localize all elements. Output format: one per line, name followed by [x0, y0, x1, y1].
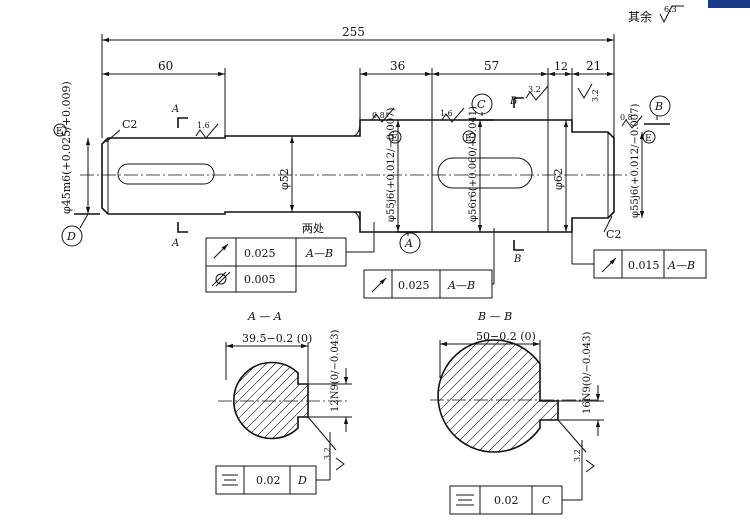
runout-mid-value: 0.025: [398, 279, 430, 292]
dim-dia-56: φ56r6(+0.060/+0.041): [468, 106, 479, 222]
svg-text:3.2: 3.2: [323, 447, 332, 460]
dim-dia-45: φ45m6(+0.025/+0.009): [60, 81, 73, 214]
corner-accent-bar: [708, 0, 750, 8]
chamfer-right-leader: [603, 215, 613, 233]
symmetry-left-value: 0.02: [256, 474, 281, 487]
roughness-symbols: 1.6 0.8 1.6 3.2 3.2 0.8 3.2 3.2: [195, 83, 643, 473]
svg-text:0.8: 0.8: [372, 111, 385, 120]
diameter-dims: [76, 120, 645, 232]
svg-text:E: E: [645, 134, 652, 144]
dim-seg-12: 12: [554, 60, 568, 73]
svg-text:1.6: 1.6: [440, 109, 453, 118]
svg-text:6.3: 6.3: [664, 5, 677, 14]
svg-text:E: E: [56, 127, 63, 137]
section-bb-title: B — B: [477, 310, 512, 323]
section-aa-width: 12N9(0/−0.043): [330, 330, 341, 412]
symmetry-right-value: 0.02: [494, 494, 519, 507]
section-aa: [218, 342, 352, 451]
symmetry-left-datum: D: [297, 474, 307, 487]
svg-text:B: B: [509, 96, 517, 107]
datum-a: A: [396, 231, 421, 254]
svg-text:B: B: [513, 254, 521, 265]
svg-text:A: A: [404, 237, 413, 250]
roughness-symbol-rest: 6.3: [659, 5, 684, 24]
dim-seg-36: 36: [390, 59, 405, 73]
cylindricity-value: 0.005: [244, 273, 276, 286]
chamfer-right: C2: [606, 228, 621, 241]
dim-left-length: 60: [158, 59, 173, 73]
dim-dia-62: φ62: [552, 168, 565, 190]
svg-text:3.2: 3.2: [591, 89, 600, 102]
tolerance-frame-left: [205, 222, 375, 293]
datum-c: C: [470, 93, 494, 121]
dim-dia-55-right: φ55j6(+0.012/−0.007): [630, 104, 641, 218]
rest-label: 其余: [628, 9, 652, 24]
runout-right-datum: A—B: [667, 259, 695, 272]
runout-right-value: 0.015: [628, 259, 660, 272]
section-bb-depth: 50−0.2 (0): [476, 330, 536, 343]
dim-dia-52: φ52: [278, 168, 291, 190]
dimension-lines: [101, 34, 615, 150]
svg-text:A: A: [171, 104, 179, 115]
svg-text:D: D: [66, 230, 76, 243]
section-marks: A A B B: [171, 96, 524, 265]
symmetry-frame-right: [449, 440, 583, 515]
datum-b: B: [644, 95, 671, 125]
svg-text:3.2: 3.2: [573, 449, 582, 462]
tolerance-frame-right: [571, 232, 707, 279]
svg-text:C: C: [477, 98, 486, 111]
runout-left-datum: A—B: [305, 247, 333, 260]
envelope-marks: E E E E: [53, 123, 656, 144]
svg-text:0.8: 0.8: [620, 113, 633, 122]
dim-seg-57: 57: [484, 59, 499, 73]
runout-mid-datum: A—B: [447, 279, 475, 292]
tolerance-frame-mid: [363, 228, 495, 299]
symmetry-right-datum: C: [542, 494, 551, 507]
shaft-outline: [80, 119, 630, 233]
two-places-label: 两处: [302, 222, 324, 235]
section-aa-title: A — A: [247, 310, 282, 323]
svg-text:3.2: 3.2: [528, 85, 541, 94]
dim-dia-55-left: φ55j6(+0.012/−0.007): [386, 108, 397, 222]
svg-text:E: E: [391, 134, 398, 144]
dim-seg-21: 21: [586, 59, 601, 73]
section-bb-width: 16N9(0/−0.043): [582, 332, 593, 414]
svg-text:A: A: [171, 238, 179, 249]
svg-text:1.6: 1.6: [197, 121, 210, 130]
section-bb: [430, 339, 604, 453]
section-aa-depth: 39.5−0.2 (0): [242, 332, 312, 345]
dim-total-length: 255: [342, 25, 365, 39]
runout-left-value: 0.025: [244, 247, 276, 260]
svg-text:B: B: [654, 100, 663, 113]
svg-text:E: E: [465, 134, 472, 144]
symmetry-frame-left: [215, 432, 331, 495]
datum-d: D: [61, 213, 100, 247]
chamfer-left: C2: [122, 118, 137, 131]
chamfer-left-leader: [105, 129, 121, 143]
